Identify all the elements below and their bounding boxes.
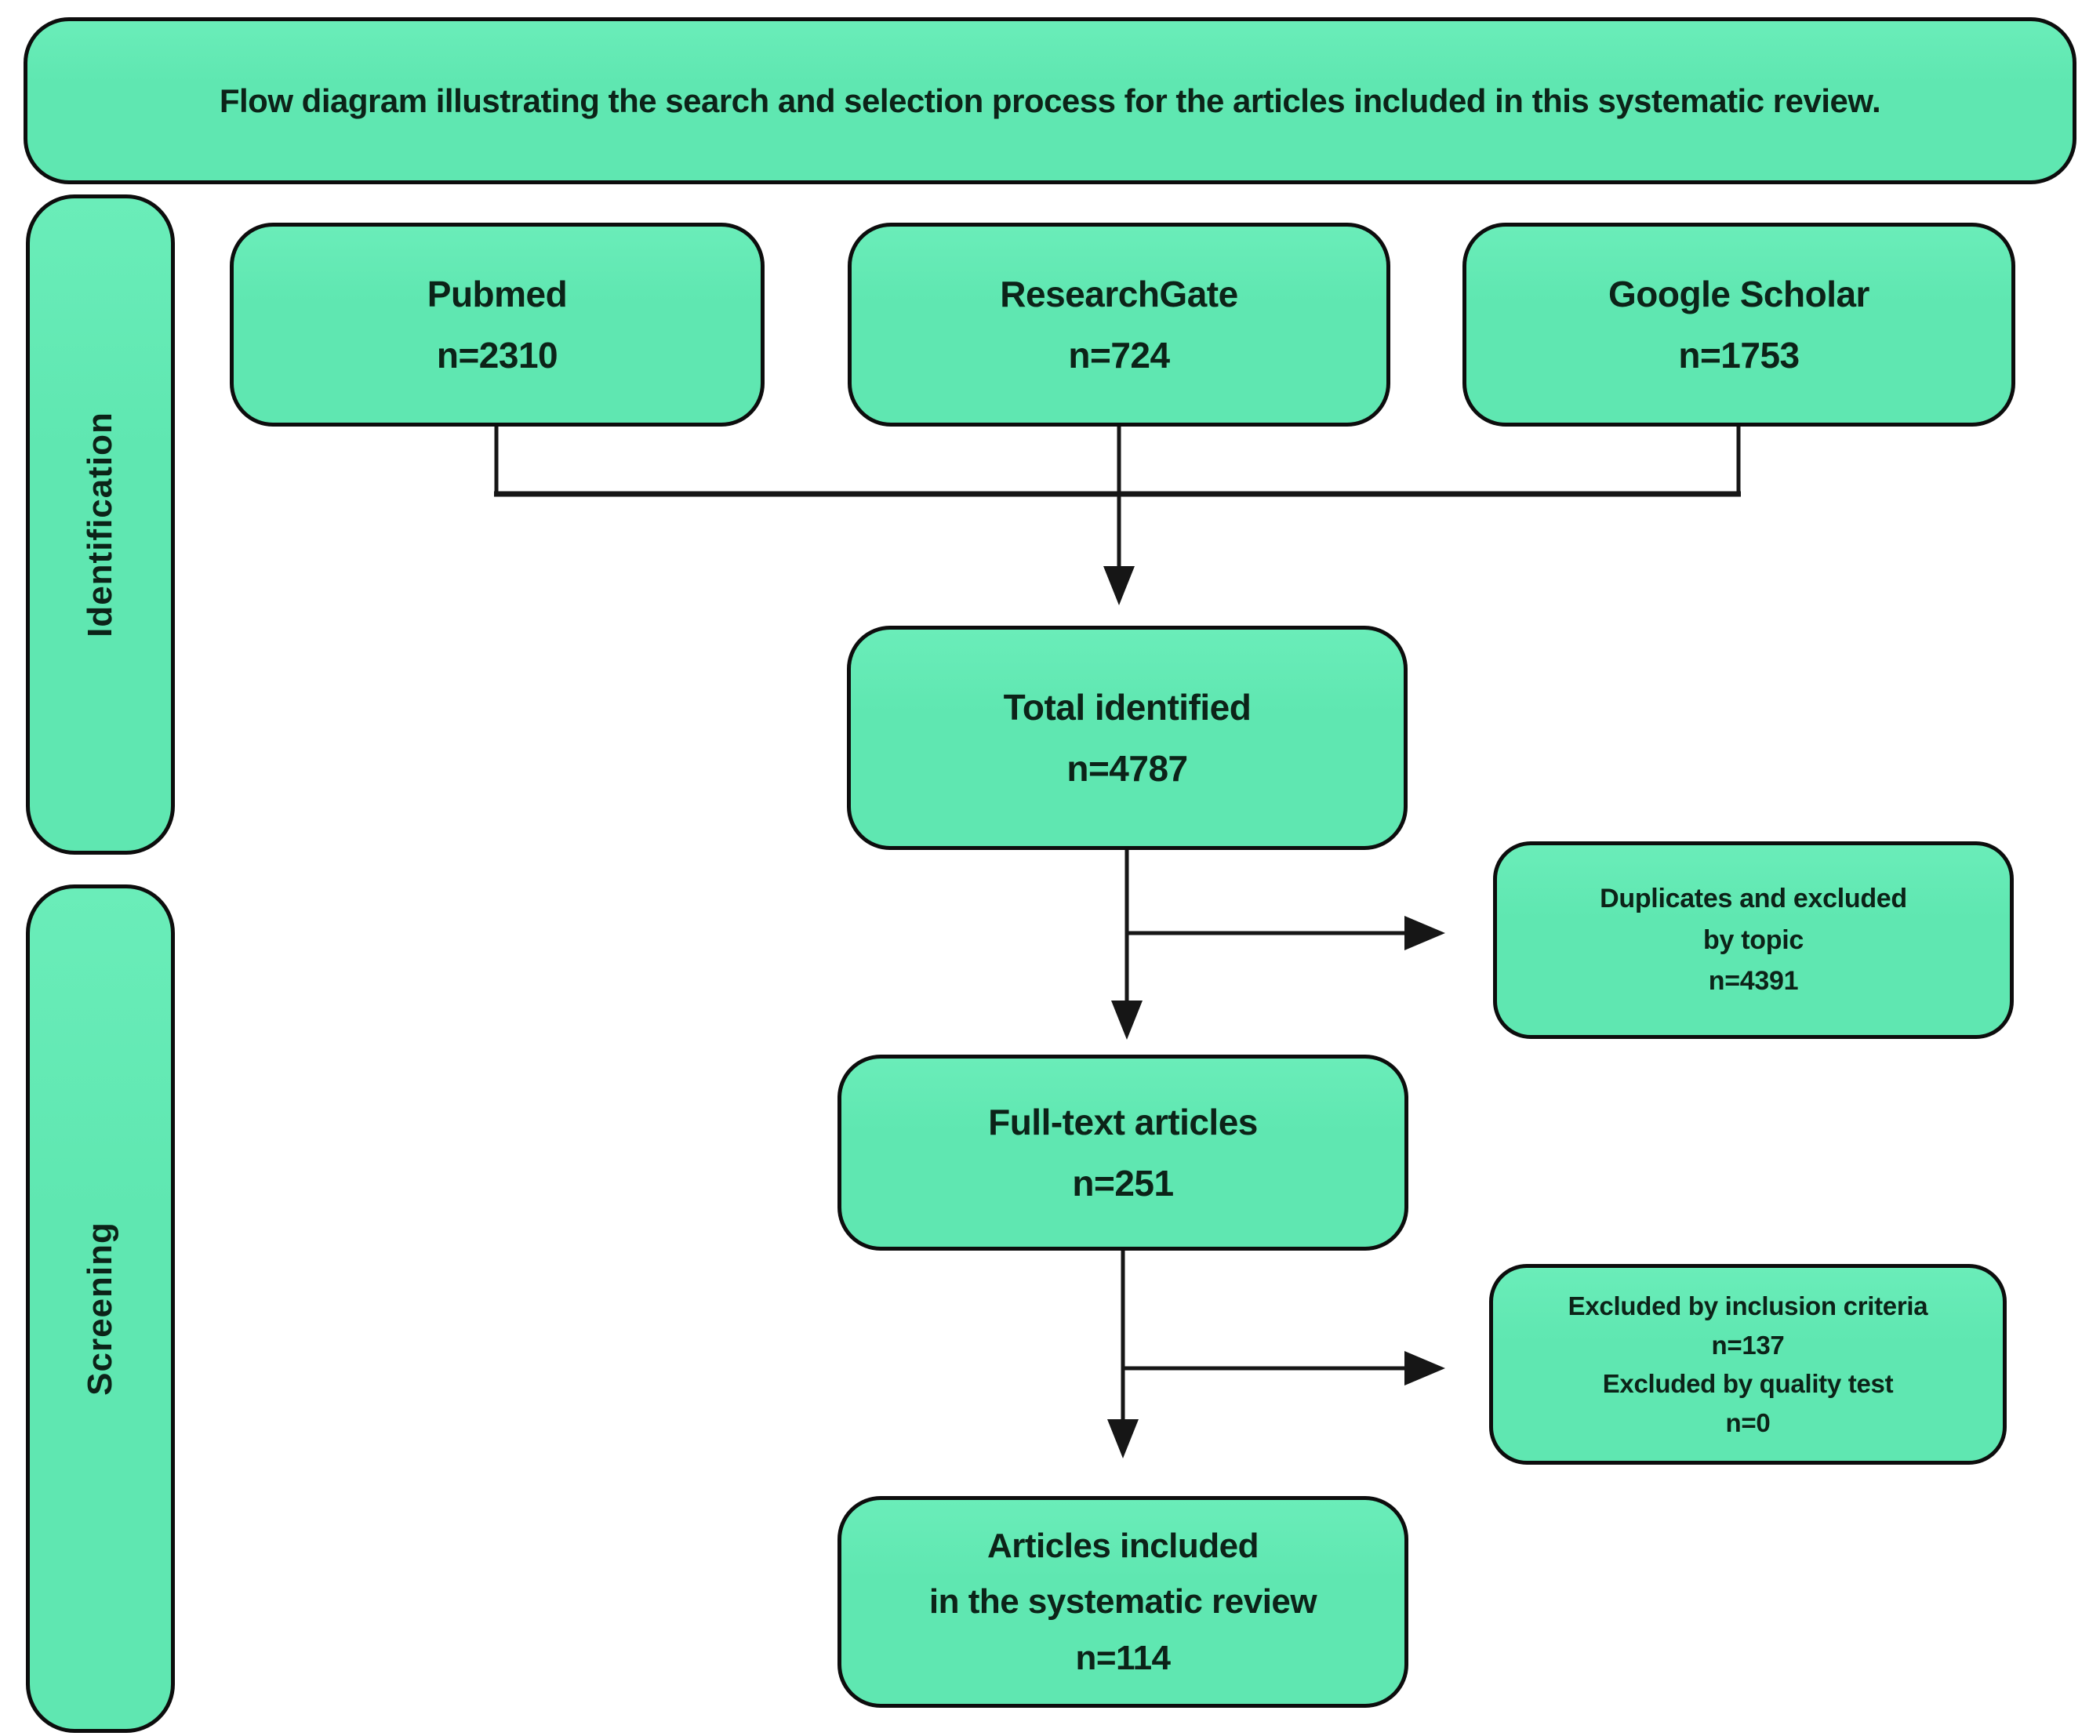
box-pubmed-count: n=2310 (436, 335, 558, 376)
box-articles-included-line2: in the systematic review (928, 1582, 1317, 1622)
title-banner: Flow diagram illustrating the search and… (24, 17, 2076, 184)
box-google-scholar: Google Scholar n=1753 (1462, 223, 2015, 427)
arrowhead-into-included (1107, 1419, 1139, 1458)
box-pubmed-title: Pubmed (427, 273, 568, 314)
box-duplicates-excluded-line1: Duplicates and excluded (1600, 883, 1907, 913)
box-researchgate: ResearchGate n=724 (848, 223, 1390, 427)
box-total-identified-title: Total identified (1003, 686, 1252, 728)
stage-identification-label: Identification (81, 412, 119, 637)
stage-screening-label: Screening (81, 1222, 119, 1396)
box-excluded-criteria: Excluded by inclusion criteria n=137 Exc… (1489, 1264, 2007, 1465)
title-banner-text: Flow diagram illustrating the search and… (219, 82, 1881, 119)
arrowhead-into-total (1103, 566, 1135, 605)
box-excluded-criteria-count1: n=137 (1711, 1330, 1785, 1360)
box-excluded-criteria-count2: n=0 (1725, 1407, 1771, 1437)
box-researchgate-title: ResearchGate (1000, 273, 1238, 314)
box-excluded-criteria-line2: Excluded by quality test (1602, 1369, 1894, 1398)
box-full-text-articles-count: n=251 (1072, 1163, 1174, 1204)
stage-screening: Screening (26, 884, 175, 1733)
arrowhead-into-excluded (1404, 1351, 1445, 1386)
box-total-identified-count: n=4787 (1066, 748, 1188, 789)
box-google-scholar-title: Google Scholar (1608, 273, 1869, 314)
box-pubmed: Pubmed n=2310 (230, 223, 765, 427)
box-duplicates-excluded-count: n=4391 (1708, 966, 1799, 997)
box-google-scholar-count: n=1753 (1678, 335, 1800, 376)
box-articles-included-count: n=114 (1075, 1638, 1171, 1677)
box-total-identified: Total identified n=4787 (847, 626, 1408, 850)
box-duplicates-excluded: Duplicates and excluded by topic n=4391 (1493, 841, 2014, 1039)
stage-identification: Identification (26, 194, 175, 855)
box-articles-included-line1: Articles included (986, 1527, 1259, 1566)
box-articles-included: Articles included in the systematic revi… (837, 1496, 1408, 1708)
box-full-text-articles: Full-text articles n=251 (837, 1055, 1408, 1251)
arrowhead-into-duplicates (1404, 916, 1445, 950)
box-full-text-articles-title: Full-text articles (988, 1101, 1258, 1142)
box-excluded-criteria-line1: Excluded by inclusion criteria (1568, 1291, 1928, 1320)
arrowhead-into-fulltext (1111, 1001, 1143, 1040)
box-duplicates-excluded-line2: by topic (1703, 924, 1804, 955)
box-researchgate-count: n=724 (1068, 335, 1170, 376)
